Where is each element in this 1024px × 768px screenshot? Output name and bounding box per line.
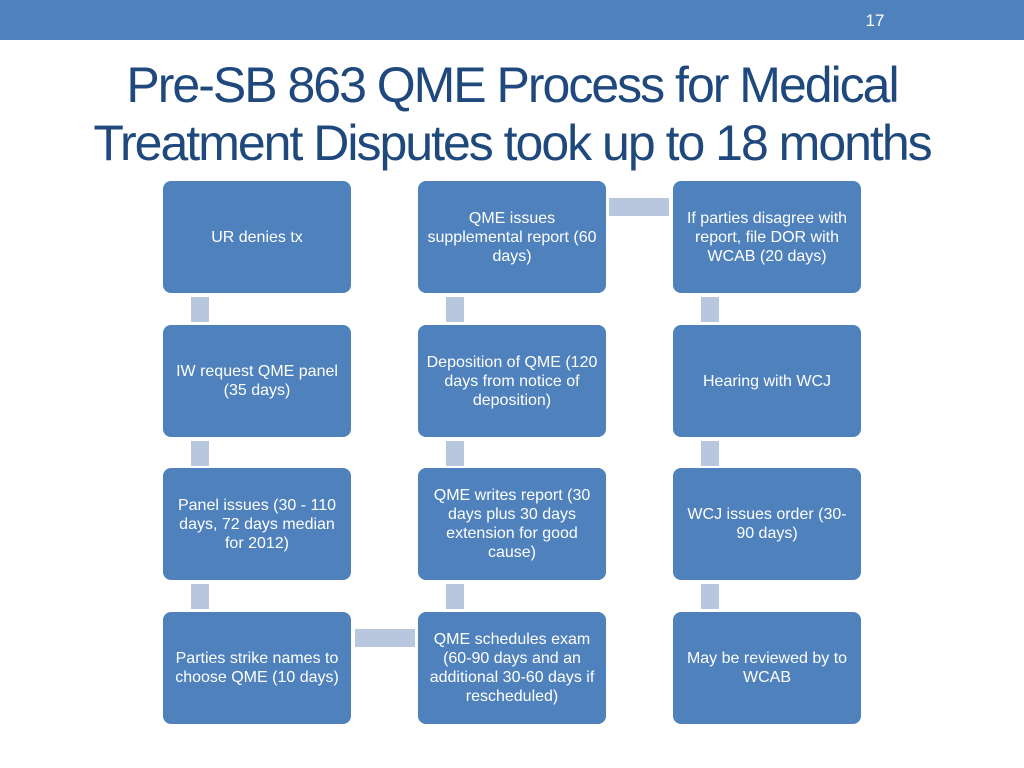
connector-c3-1: [701, 297, 719, 322]
header-bar: [0, 0, 1024, 40]
step-parties-strike: Parties strike names to choose QME (10 d…: [163, 612, 351, 724]
step-file-dor: If parties disagree with report, file DO…: [673, 181, 861, 293]
slide-title: Pre-SB 863 QME Process for Medical Treat…: [0, 56, 1024, 172]
connector-c1-2: [191, 441, 209, 466]
step-qme-writes-report: QME writes report (30 days plus 30 days …: [418, 468, 606, 580]
connector-c2-1: [446, 297, 464, 322]
step-deposition: Deposition of QME (120 days from notice …: [418, 325, 606, 437]
step-supplemental-report: QME issues supplemental report (60 days): [418, 181, 606, 293]
connector-c2-2: [446, 441, 464, 466]
connector-c3-3: [701, 584, 719, 609]
slide-title-line-2: Treatment Disputes took up to 18 months: [93, 115, 932, 171]
step-iw-request-panel: IW request QME panel (35 days): [163, 325, 351, 437]
connector-c1-3: [191, 584, 209, 609]
slide-title-line-1: Pre-SB 863 QME Process for Medical: [126, 57, 899, 113]
connector-top-h: [609, 198, 669, 216]
step-wcj-issues-order: WCJ issues order (30-90 days): [673, 468, 861, 580]
step-ur-denies: UR denies tx: [163, 181, 351, 293]
step-hearing-wcj: Hearing with WCJ: [673, 325, 861, 437]
step-reviewed-by-wcab: May be reviewed by to WCAB: [673, 612, 861, 724]
connector-c3-2: [701, 441, 719, 466]
step-qme-schedules-exam: QME schedules exam (60-90 days and an ad…: [418, 612, 606, 724]
connector-bottom-h: [355, 629, 415, 647]
step-panel-issues: Panel issues (30 - 110 days, 72 days med…: [163, 468, 351, 580]
connector-c2-3: [446, 584, 464, 609]
slide-number: 17: [865, 11, 885, 30]
connector-c1-1: [191, 297, 209, 322]
